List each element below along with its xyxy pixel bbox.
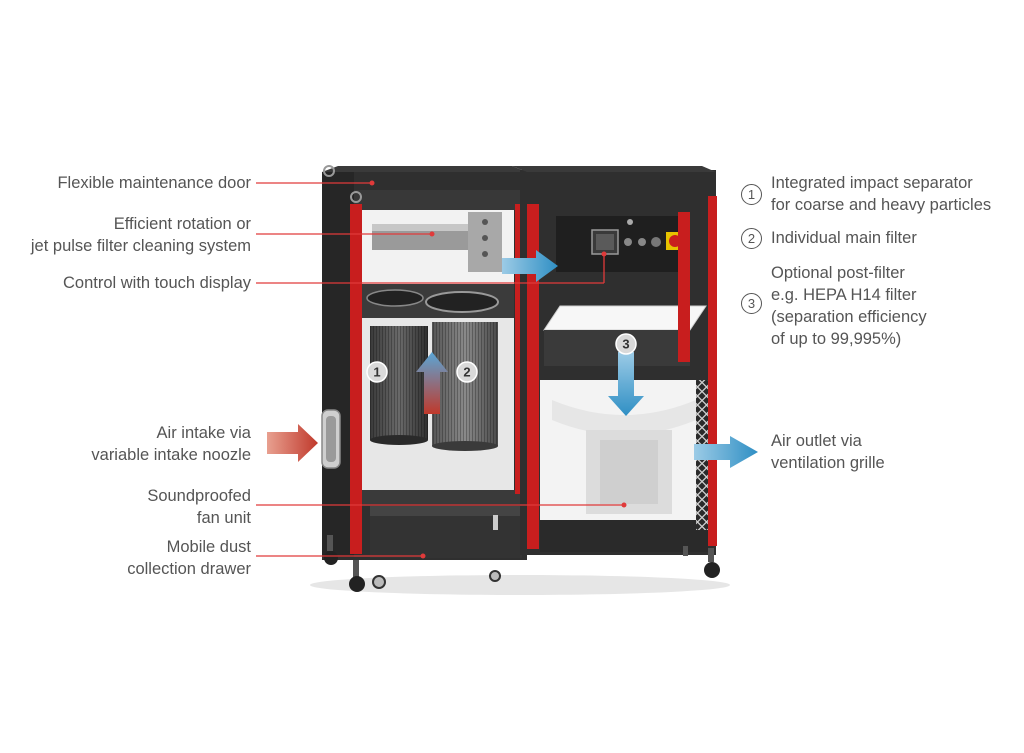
label-line: Air intake via — [156, 424, 251, 442]
label-maintenance-door: Flexible maintenance door — [57, 172, 251, 194]
machine-marker-label: 1 — [373, 365, 380, 380]
label-filter-cleaning: Efficient rotation or jet pulse filter c… — [31, 213, 251, 257]
machine-marker-1: 1 — [366, 361, 388, 383]
label-line: Flexible maintenance door — [57, 174, 251, 192]
machine-marker-label: 2 — [463, 365, 470, 380]
label-air-outlet: Air outlet via ventilation grille — [771, 430, 885, 474]
number-badge-1: 1 — [741, 184, 762, 205]
label-touch-display: Control with touch display — [63, 272, 251, 294]
label-fan-unit: Soundproofed fan unit — [147, 485, 251, 529]
label-line: Efficient rotation or — [113, 215, 251, 233]
label-line: Integrated impact separator — [771, 174, 973, 192]
label-main-filter: Individual main filter — [771, 227, 917, 249]
label-line: Air outlet via — [771, 432, 862, 450]
label-line: Mobile dust — [166, 538, 251, 556]
label-post-filter: Optional post-filter e.g. HEPA H14 filte… — [771, 262, 927, 350]
number-badge-3: 3 — [741, 293, 762, 314]
label-line: (separation efficiency — [771, 308, 927, 326]
machine-marker-3: 3 — [615, 333, 637, 355]
number-badge-2: 2 — [741, 228, 762, 249]
label-line: of up to 99,995%) — [771, 330, 902, 348]
label-dust-drawer: Mobile dust collection drawer — [127, 536, 251, 580]
label-line: e.g. HEPA H14 filter — [771, 286, 917, 304]
label-line: ventilation grille — [771, 454, 885, 472]
label-impact-separator: Integrated impact separator for coarse a… — [771, 172, 991, 216]
machine-marker-2: 2 — [456, 361, 478, 383]
label-line: Soundproofed — [147, 487, 251, 505]
label-line: collection drawer — [127, 560, 251, 578]
machine-marker-label: 3 — [622, 337, 629, 352]
label-line: Individual main filter — [771, 229, 917, 247]
label-air-intake: Air intake via variable intake noozle — [91, 422, 251, 466]
label-line: Optional post-filter — [771, 264, 905, 282]
label-line: for coarse and heavy particles — [771, 196, 992, 214]
label-line: jet pulse filter cleaning system — [30, 237, 251, 255]
label-line: variable intake noozle — [91, 446, 251, 464]
label-line: Control with touch display — [62, 274, 251, 292]
label-line: fan unit — [196, 509, 251, 527]
